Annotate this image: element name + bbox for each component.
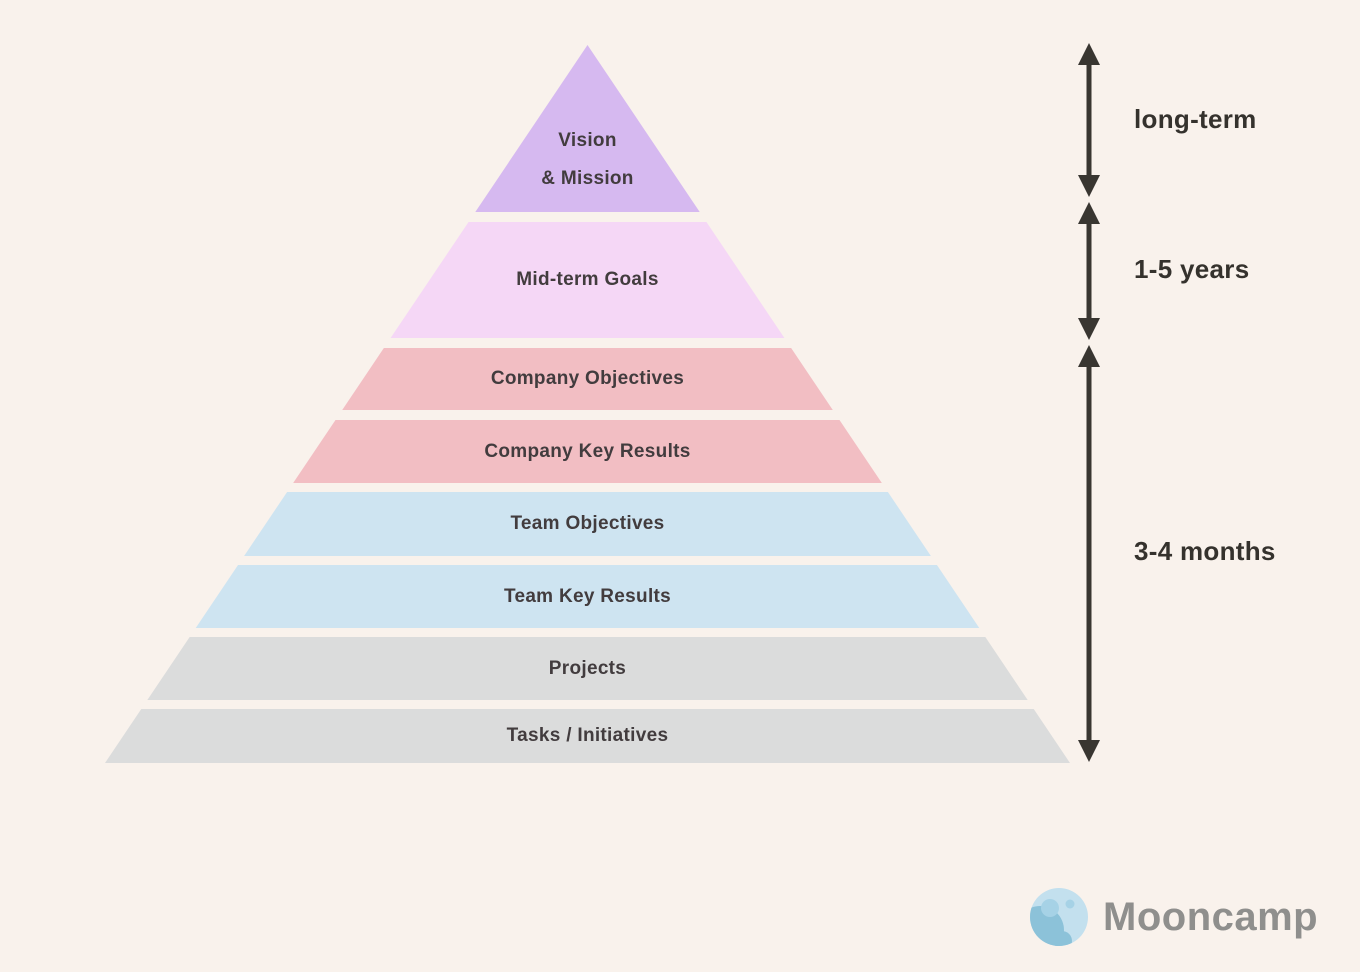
pyramid-level-mid-term-goals: Mid-term Goals xyxy=(105,222,1070,338)
pyramid-level-label: Tasks / Initiatives xyxy=(506,725,669,746)
pyramid-level-projects: Projects xyxy=(105,637,1070,700)
pyramid-level-label: Projects xyxy=(548,657,627,679)
pyramid-level-team-objectives: Team Objectives xyxy=(105,492,1070,556)
double-arrow-icon xyxy=(1078,43,1100,197)
mooncamp-logo: Mooncamp xyxy=(1028,886,1318,948)
pyramid-level-tasks-initiatives: Tasks / Initiatives xyxy=(105,709,1070,763)
pyramid: Vision & Mission Mid-term Goals Company … xyxy=(105,45,1070,763)
timeframe-label-long-term: long-term xyxy=(1134,104,1257,134)
pyramid-level-label: Team Key Results xyxy=(503,585,672,607)
pyramid-level-team-key-results: Team Key Results xyxy=(105,565,1070,628)
pyramid-level-company-objectives: Company Objectives xyxy=(105,348,1070,410)
double-arrow-icon xyxy=(1078,202,1100,340)
moon-icon xyxy=(1030,888,1088,946)
pyramid-level-label: Company Key Results xyxy=(484,440,691,462)
pyramid-level-label: & Mission xyxy=(541,168,634,189)
double-arrow-icon xyxy=(1078,345,1100,762)
timeframe-label-1-5-years: 1-5 years xyxy=(1134,254,1250,284)
pyramid-level-company-key-results: Company Key Results xyxy=(105,420,1070,483)
pyramid-level-label: Company Objectives xyxy=(490,368,685,389)
pyramid-level-label: Vision xyxy=(558,130,617,151)
pyramid-level-vision-mission: Vision & Mission xyxy=(105,45,1070,212)
pyramid-level-label: Mid-term Goals xyxy=(516,269,659,290)
timeframe-label-3-4-months: 3-4 months xyxy=(1134,536,1276,566)
pyramid-level-label: Team Objectives xyxy=(510,513,665,534)
logo-wordmark: Mooncamp xyxy=(1103,895,1319,939)
